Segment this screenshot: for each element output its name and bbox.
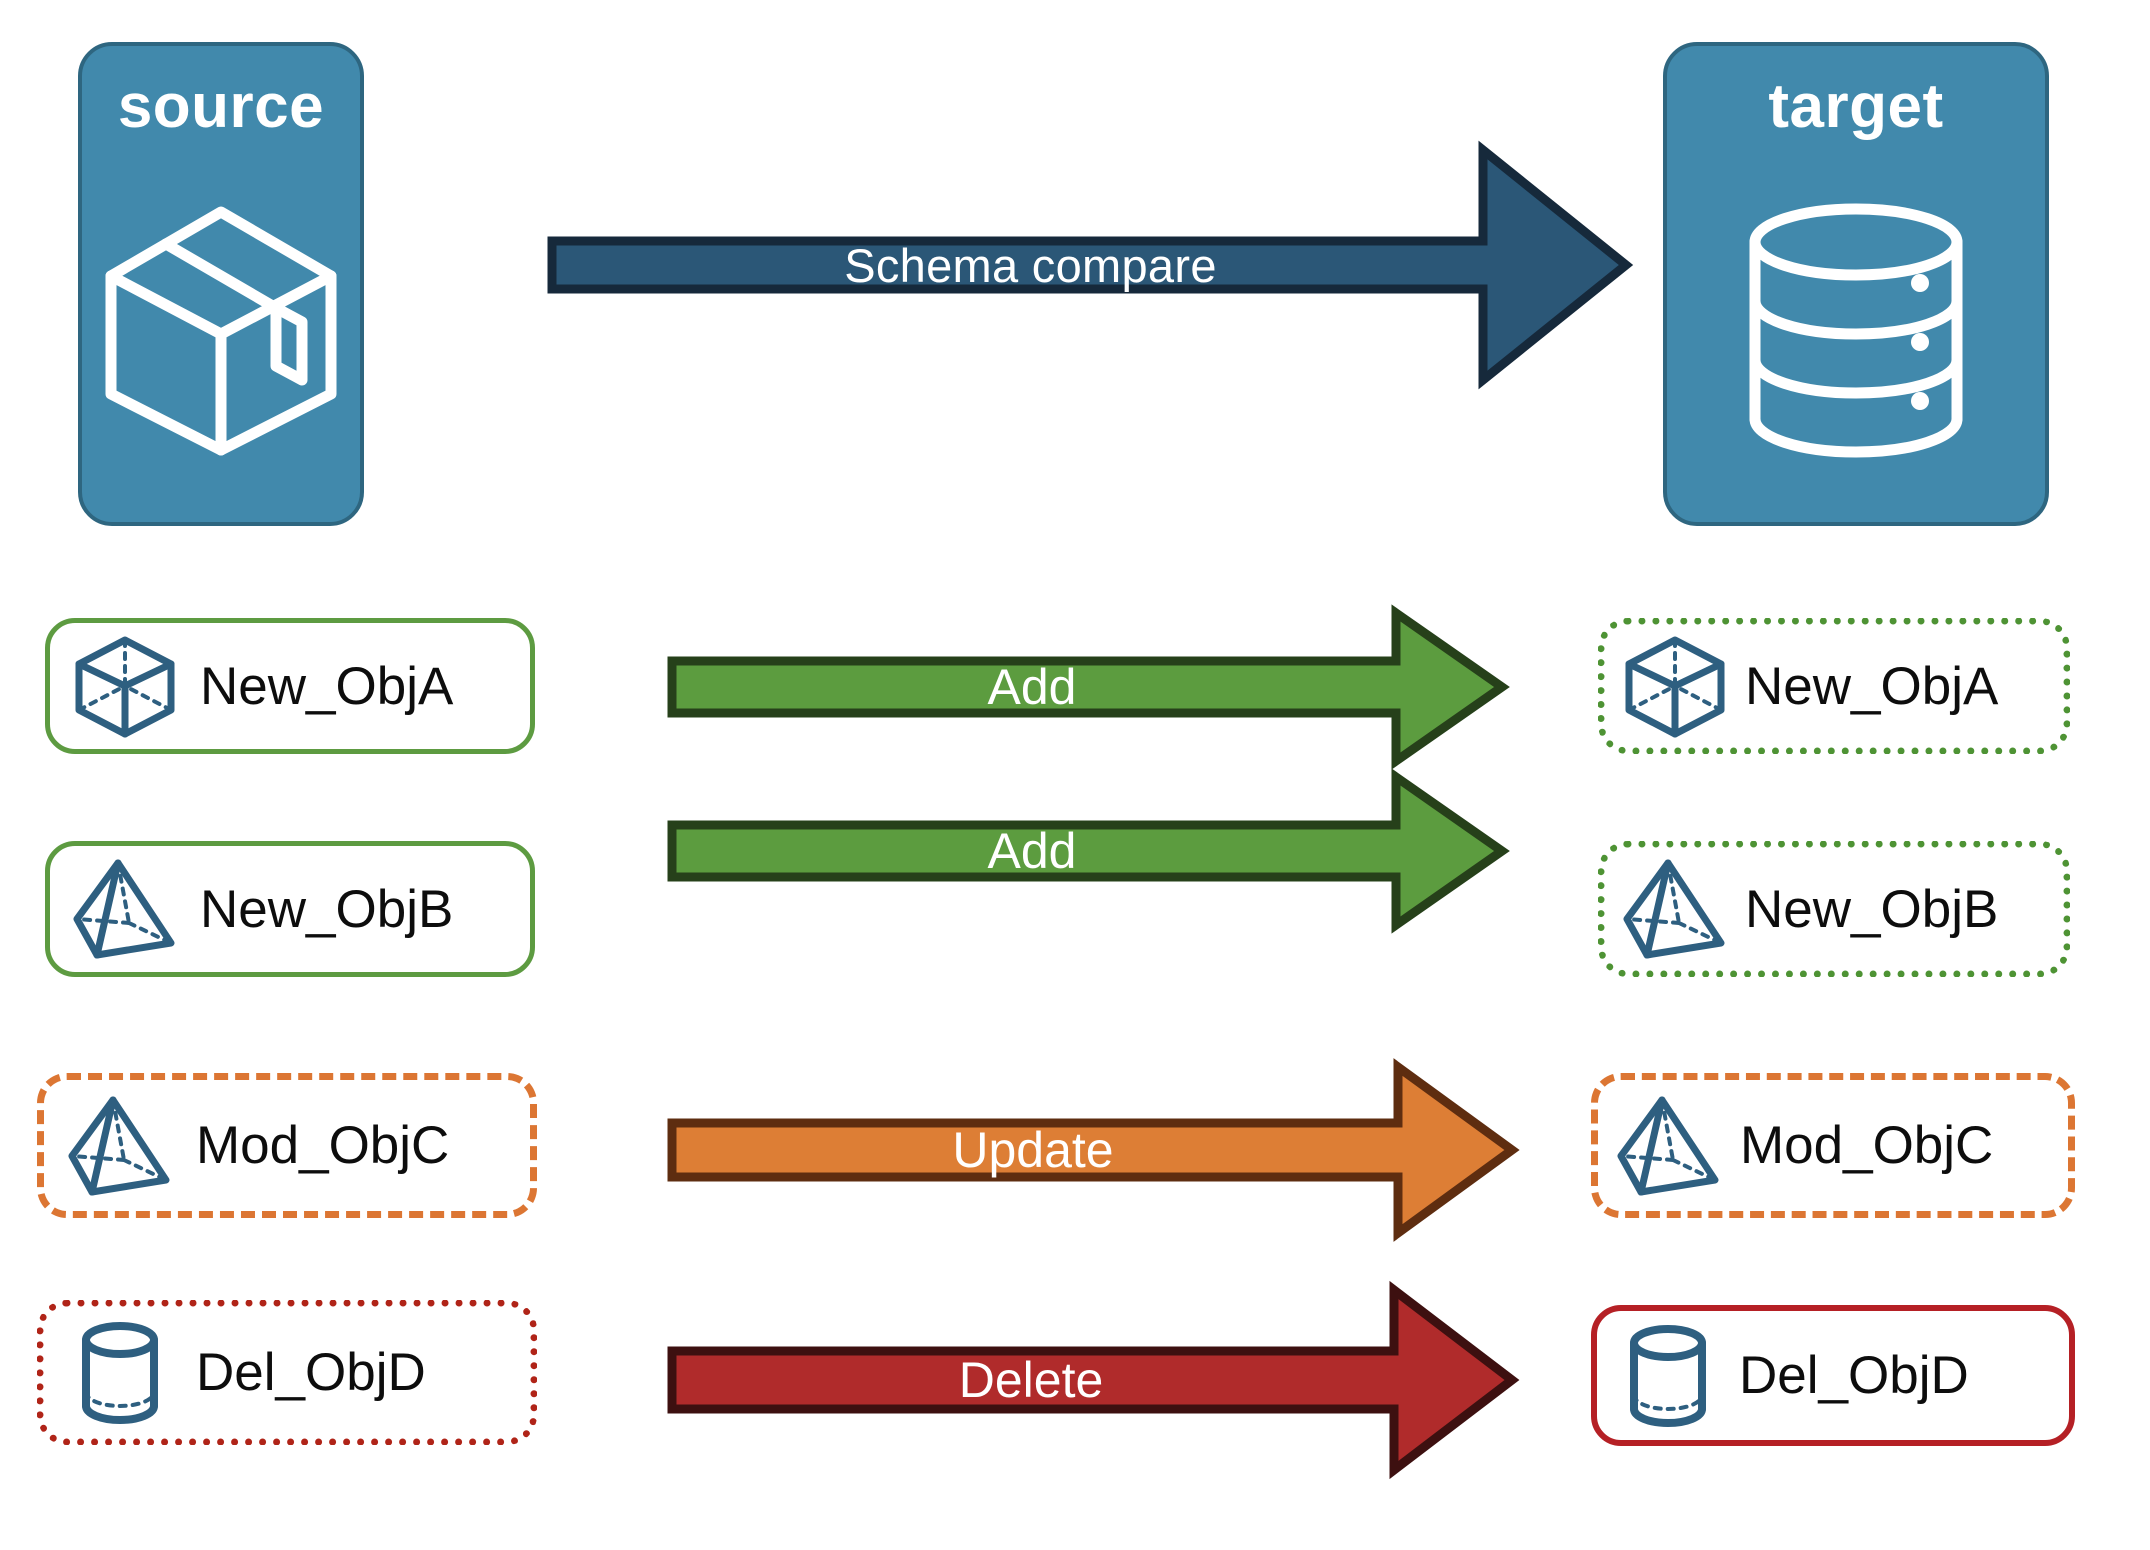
delete-operation-arrow[interactable]: Delete <box>667 1280 1520 1480</box>
source-object-card[interactable]: Mod_ObjC <box>37 1073 537 1218</box>
target-object-card[interactable]: New_ObjA <box>1598 618 2070 754</box>
target-object-label: Mod_ObjC <box>1740 1116 1994 1175</box>
schema-compare-arrow[interactable]: Schema compare <box>547 140 1634 390</box>
source-endpoint-card[interactable]: source <box>78 42 364 526</box>
source-object-card[interactable]: New_ObjA <box>45 618 535 754</box>
add-operation-arrow[interactable]: Add <box>667 604 1510 770</box>
source-object-label: Mod_ObjC <box>196 1116 450 1175</box>
source-object-card[interactable]: Del_ObjD <box>37 1300 537 1445</box>
database-cylinder-icon <box>1667 138 2045 522</box>
source-object-label: Del_ObjD <box>196 1343 426 1402</box>
cylinder-icon <box>44 1320 196 1426</box>
source-object-card[interactable]: New_ObjB <box>45 841 535 977</box>
target-object-card[interactable]: Del_ObjD <box>1591 1305 2075 1446</box>
add-operation-arrow[interactable]: Add <box>667 768 1510 934</box>
pyramid-wireframe-icon <box>50 857 200 961</box>
cube-wireframe-icon <box>1605 634 1745 738</box>
update-operation-arrow-label: Update <box>952 1122 1114 1178</box>
package-box-icon <box>82 138 360 522</box>
cube-wireframe-icon <box>50 634 200 738</box>
add-operation-arrow-label: Add <box>987 659 1077 715</box>
target-object-label: Del_ObjD <box>1739 1346 1969 1405</box>
pyramid-wireframe-icon <box>44 1094 196 1198</box>
schema-compare-arrow-label: Schema compare <box>844 238 1217 292</box>
pyramid-wireframe-icon <box>1598 1094 1740 1198</box>
target-endpoint-card[interactable]: target <box>1663 42 2049 526</box>
source-endpoint-title: source <box>117 72 325 141</box>
update-operation-arrow[interactable]: Update <box>667 1058 1520 1242</box>
target-object-card[interactable]: Mod_ObjC <box>1591 1073 2075 1218</box>
source-object-label: New_ObjA <box>200 656 454 716</box>
target-object-label: New_ObjB <box>1745 879 1999 939</box>
delete-operation-arrow-label: Delete <box>958 1352 1104 1408</box>
target-endpoint-title: target <box>1768 72 1944 141</box>
cylinder-icon <box>1597 1323 1739 1429</box>
add-operation-arrow-label: Add <box>987 823 1077 879</box>
source-object-label: New_ObjB <box>200 879 454 939</box>
target-object-card[interactable]: New_ObjB <box>1598 841 2070 977</box>
target-object-label: New_ObjA <box>1745 656 1999 716</box>
pyramid-wireframe-icon <box>1605 857 1745 961</box>
